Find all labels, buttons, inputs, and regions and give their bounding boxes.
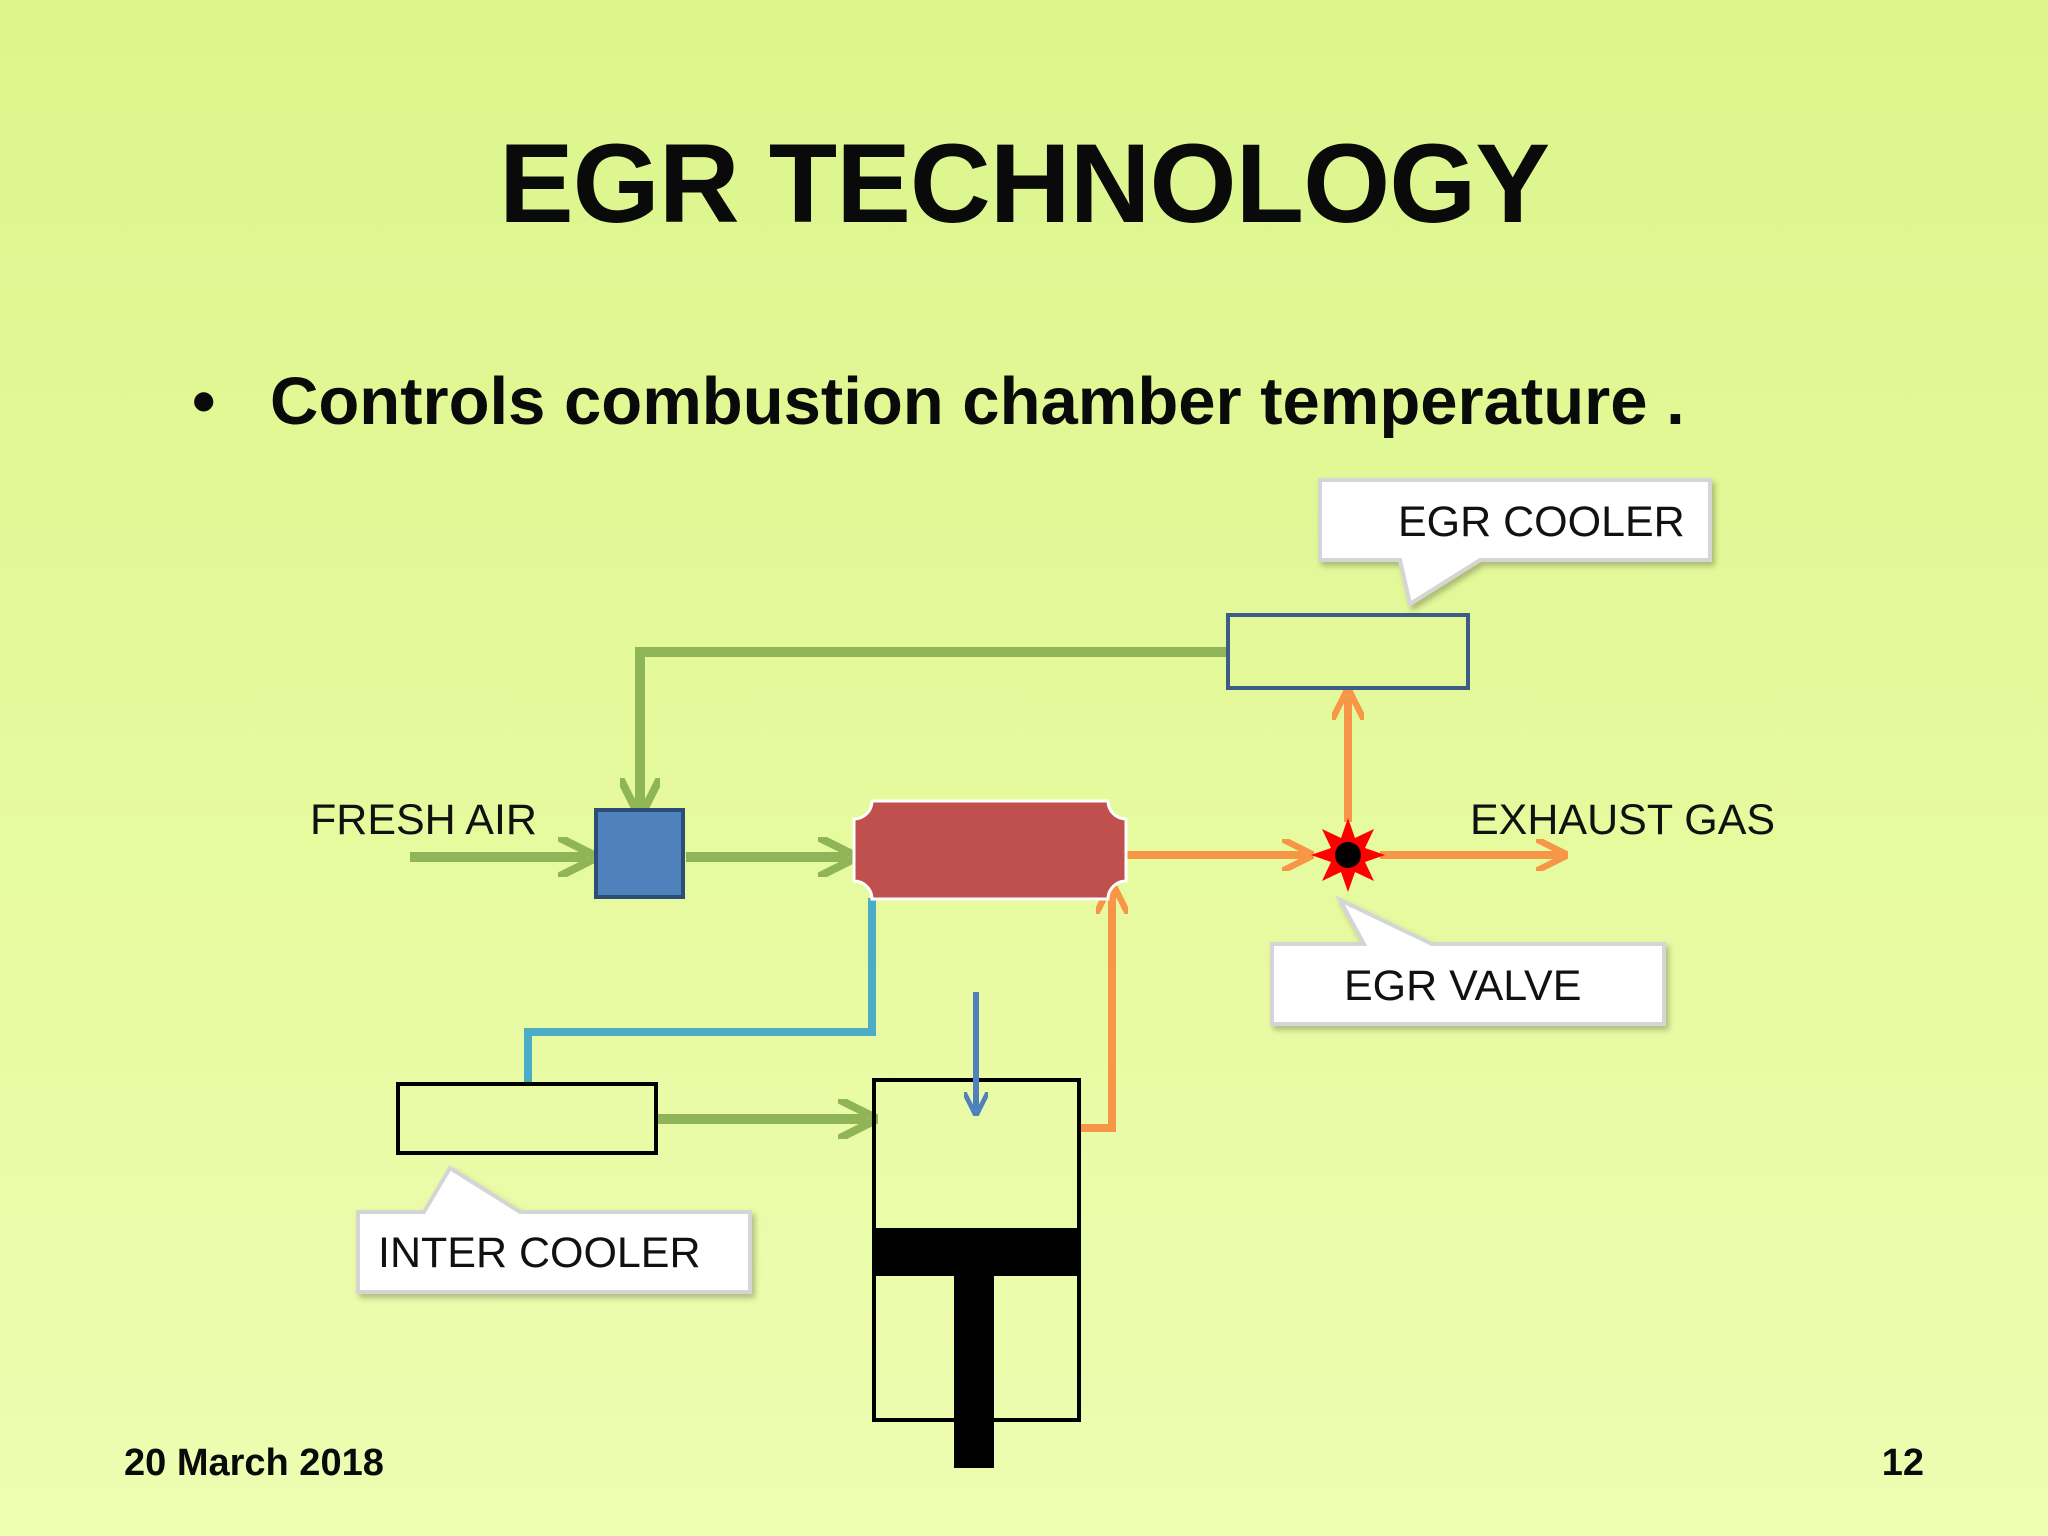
egr-cooler-callout xyxy=(1318,478,1712,608)
egr-valve-label: EGR VALVE xyxy=(1344,962,1581,1010)
inter-cooler-callout xyxy=(356,1165,752,1294)
inter-cooler-label: INTER COOLER xyxy=(378,1229,701,1277)
slide-title: EGR TECHNOLOGY xyxy=(498,121,1550,246)
fresh-air-label: FRESH AIR xyxy=(310,796,537,844)
piston-rod xyxy=(954,1276,994,1468)
egr-cooler-label: EGR COOLER xyxy=(1398,498,1685,546)
footer-date: 20 March 2018 xyxy=(124,1442,384,1484)
exhaust-manifold xyxy=(852,799,1128,901)
coolant-line xyxy=(524,898,876,1084)
bullet-icon: • xyxy=(192,364,216,439)
piston-head xyxy=(874,1228,1079,1276)
egr-valve-callout xyxy=(1270,895,1666,1026)
intake-mixer-block xyxy=(594,808,685,899)
bullet-point: •Controls combustion chamber temperature… xyxy=(192,368,1685,435)
exhaust-gas-label: EXHAUST GAS xyxy=(1470,796,1775,844)
inter-cooler-box xyxy=(396,1082,658,1155)
cylinder-exhaust-line xyxy=(1080,890,1112,1132)
egr-cooler-box xyxy=(1226,613,1470,690)
bullet-text: Controls combustion chamber temperature … xyxy=(270,364,1685,439)
egr-valve-center xyxy=(1335,842,1361,868)
slide-number: 12 xyxy=(1881,1442,1924,1484)
egr-return-line xyxy=(640,647,1228,808)
